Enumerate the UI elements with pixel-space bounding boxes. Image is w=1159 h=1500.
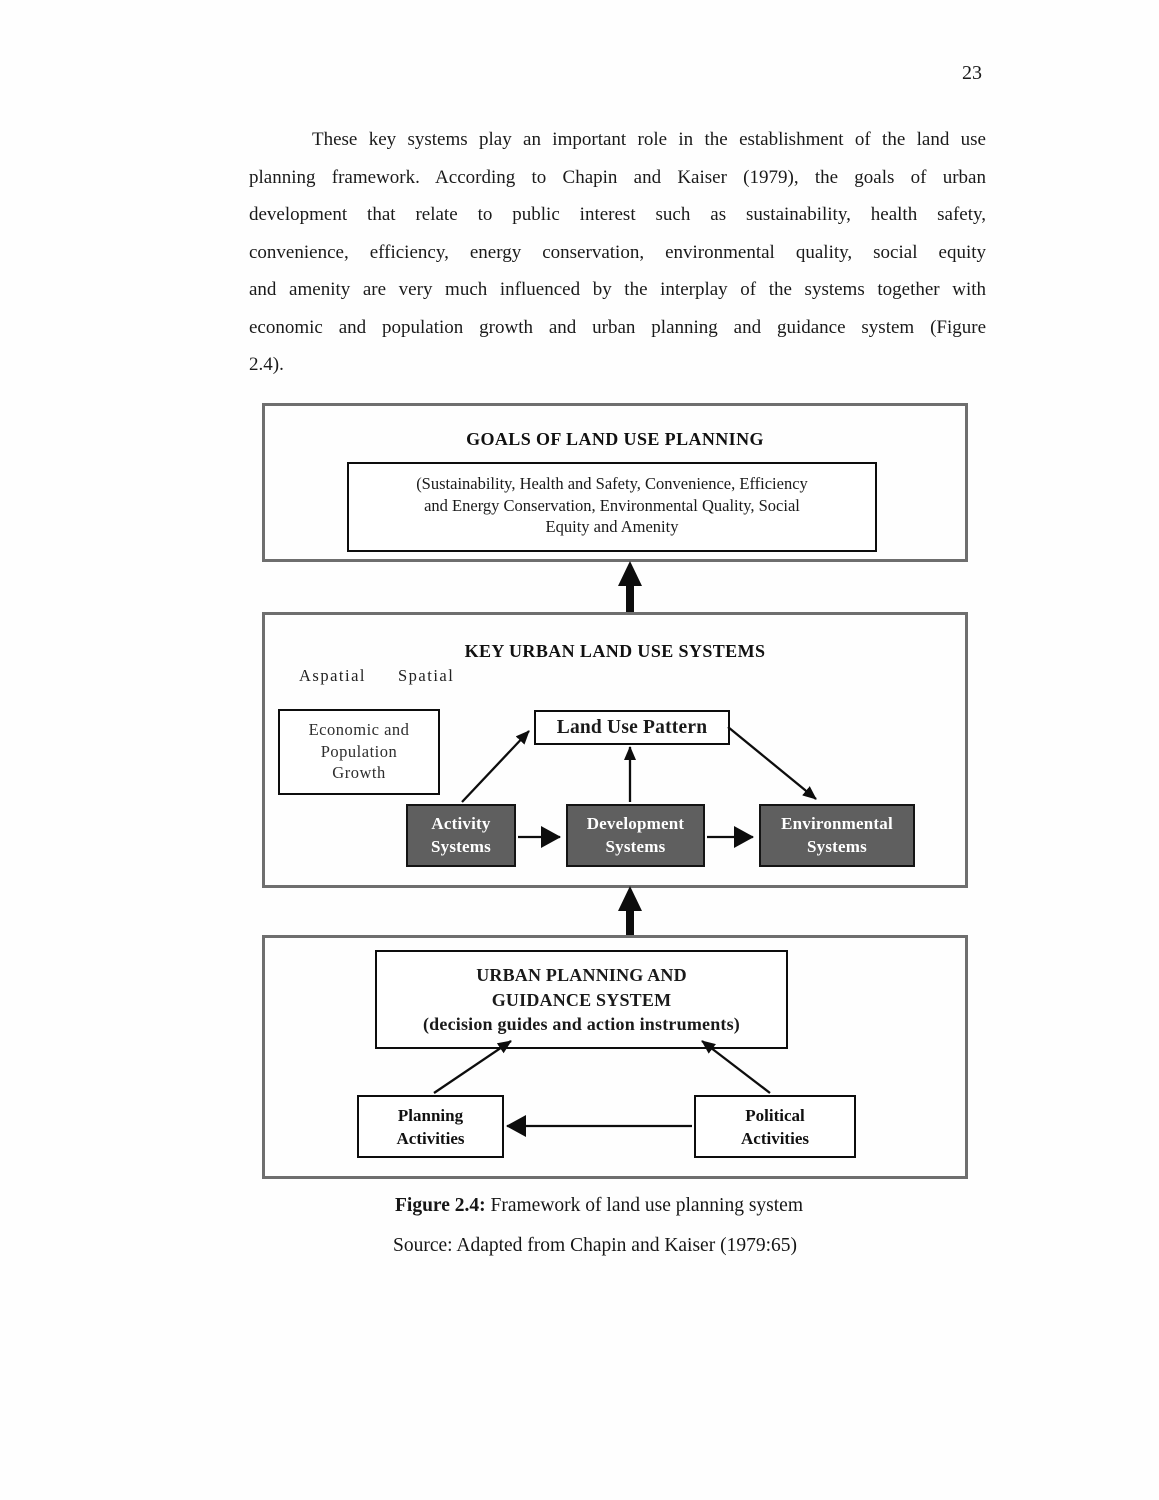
key-systems-title: KEY URBAN LAND USE SYSTEMS [464, 641, 766, 661]
paragraph-line: These key systems play an important role… [312, 129, 986, 150]
spatial-label: Spatial [398, 666, 455, 685]
land-use-pattern-box: Land Use Pattern [534, 710, 730, 745]
arrow-keysystems-to-goals [618, 561, 642, 612]
planning-guidance-section-box [262, 935, 968, 1179]
goals-detail-line: and Energy Conservation, Environmental Q… [424, 495, 800, 515]
body-paragraph: These key systems play an important role… [249, 121, 986, 384]
figure-caption-text: Framework of land use planning system [485, 1195, 804, 1216]
aspatial-label: Aspatial [299, 666, 366, 685]
goals-title: GOALS OF LAND USE PLANNING [466, 429, 764, 449]
urban-planning-guidance-box: URBAN PLANNING AND GUIDANCE SYSTEM (deci… [375, 950, 788, 1049]
environmental-systems-box: Environmental Systems [759, 804, 915, 867]
economic-line: Economic and [308, 720, 410, 739]
paragraph-line: planning framework. According to Chapin … [249, 166, 986, 188]
political-activities-box: Political Activities [694, 1095, 856, 1158]
figure-caption-label: Figure 2.4: [395, 1195, 486, 1216]
goals-detail-box: (Sustainability, Health and Safety, Conv… [347, 462, 877, 552]
political-activities-label: Political Activities [741, 1105, 809, 1148]
key-systems-section-box: KEY URBAN LAND USE SYSTEMS [262, 612, 968, 888]
paragraph-line: convenience, efficiency, energy conserva… [249, 241, 986, 263]
figure-caption: Figure 2.4: Framework of land use planni… [395, 1195, 803, 1217]
goals-section-box: GOALS OF LAND USE PLANNING [262, 403, 968, 562]
planning-activities-box: Planning Activities [357, 1095, 504, 1158]
goals-detail-line: (Sustainability, Health and Safety, Conv… [416, 474, 808, 493]
paragraph-line: development that relate to public intere… [249, 204, 986, 225]
development-systems-box: Development Systems [566, 804, 705, 867]
activity-systems-box: Activity Systems [406, 804, 516, 867]
upg-title-line: GUIDANCE SYSTEM [491, 989, 672, 1010]
economic-line: Growth [332, 763, 386, 782]
figure-source: Source: Adapted from Chapin and Kaiser (… [393, 1235, 797, 1256]
goals-detail-line: Equity and Amenity [545, 517, 679, 536]
economic-line: Population [320, 741, 398, 761]
arrow-guidance-to-keysystems [618, 886, 642, 935]
paragraph-line: 2.4). [249, 354, 284, 375]
paragraph-line: and amenity are very much influenced by … [249, 279, 986, 300]
upg-title-line: URBAN PLANNING AND [476, 965, 687, 985]
upg-title-line: (decision guides and action instruments) [422, 1014, 741, 1034]
planning-activities-label: Planning Activities [396, 1105, 465, 1148]
paragraph-line: economic and population growth and urban… [249, 316, 986, 338]
page-number: 23 [962, 62, 982, 84]
economic-population-growth-box: Economic and Population Growth [278, 709, 440, 795]
